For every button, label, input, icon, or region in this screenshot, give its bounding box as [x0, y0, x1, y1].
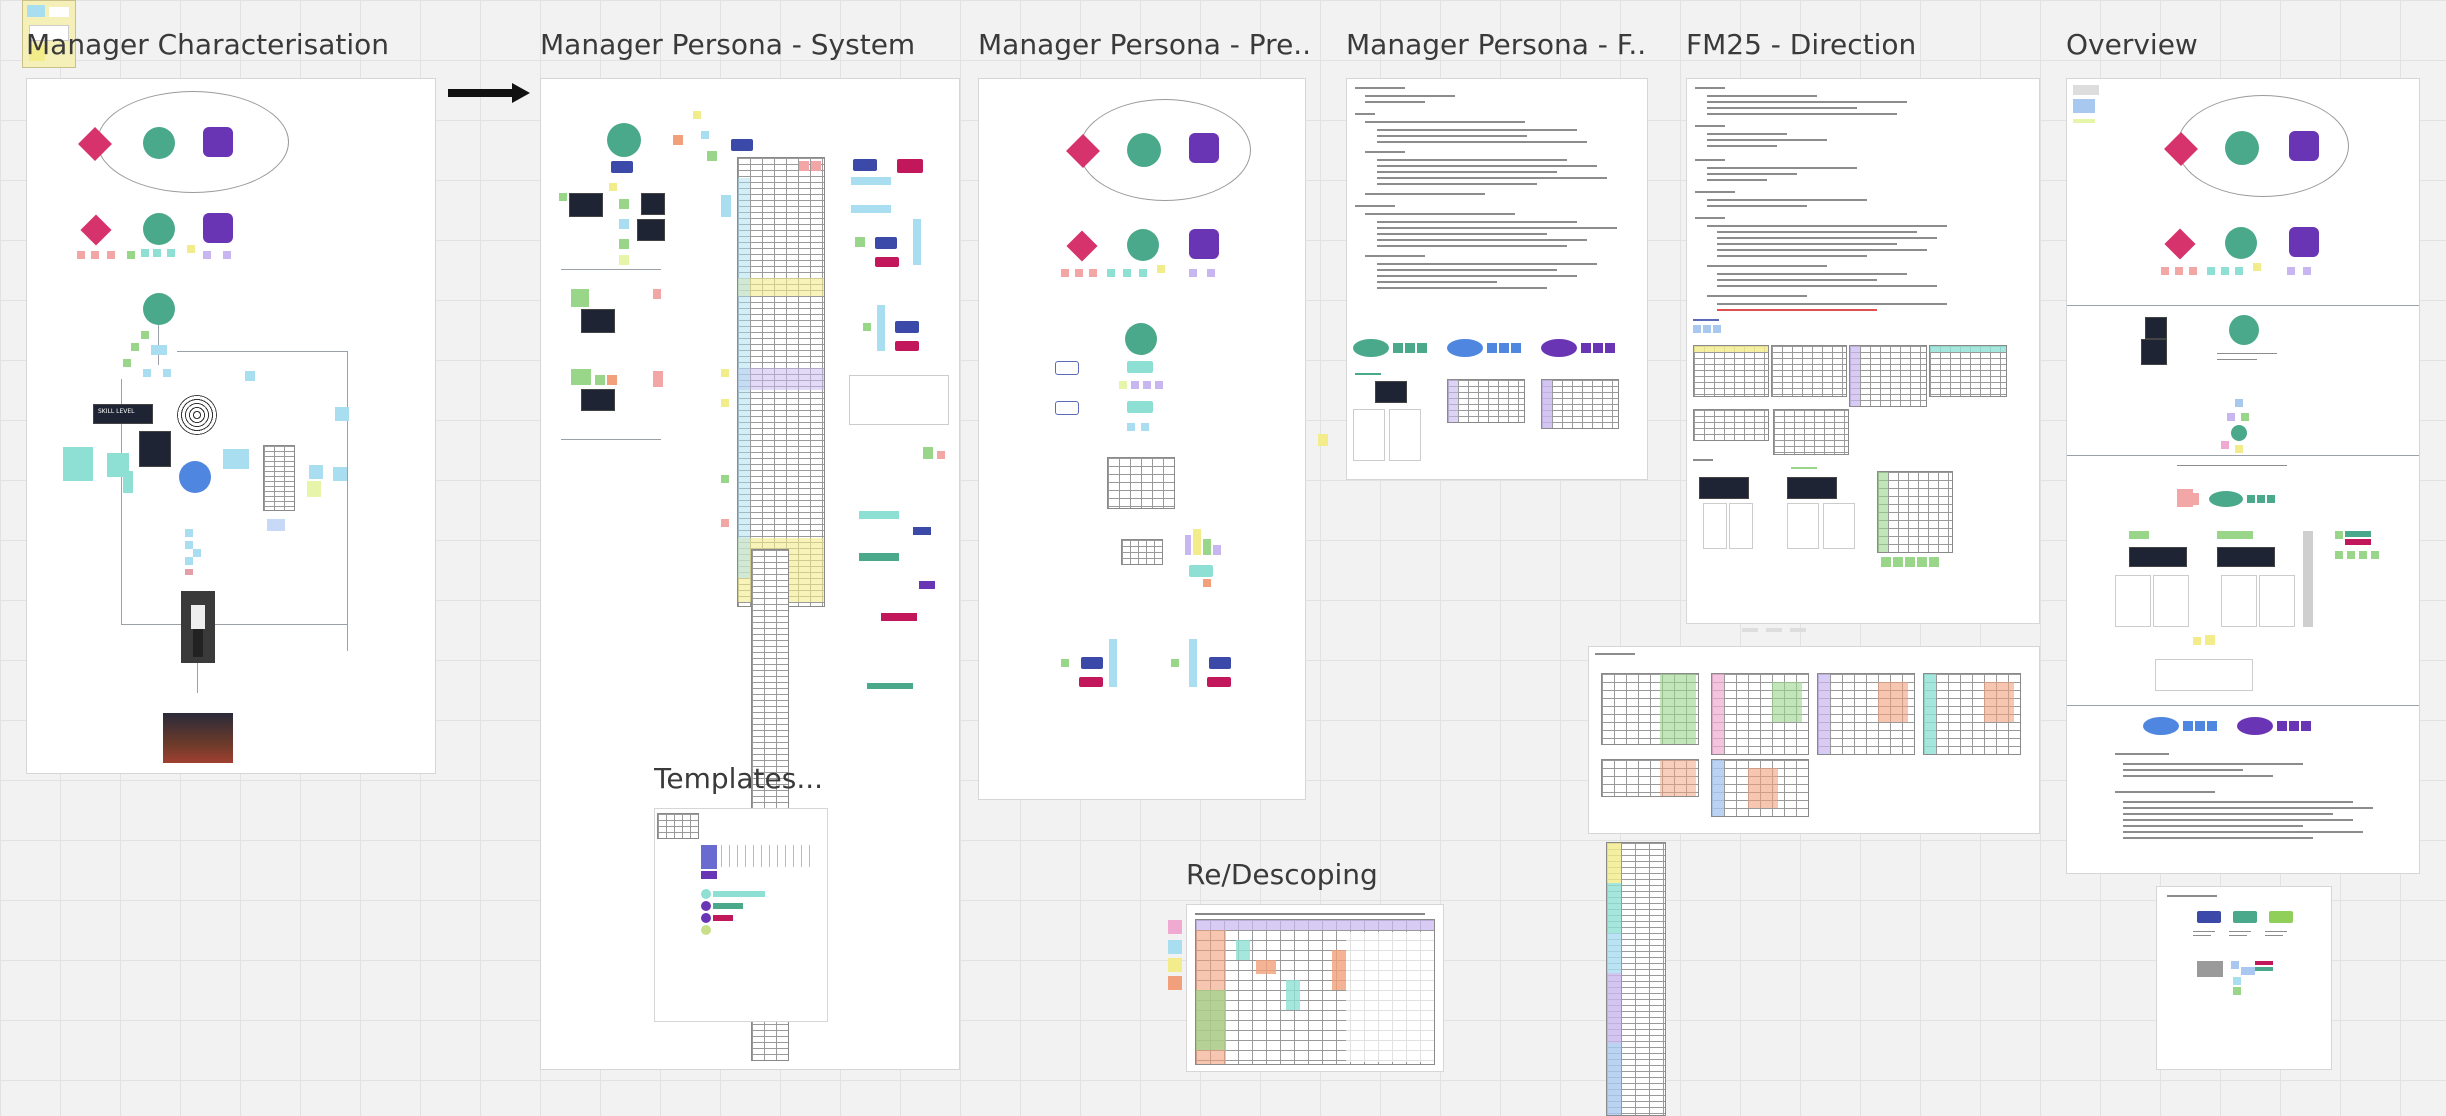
blue-circle-node[interactable] — [179, 461, 211, 493]
frame-templates[interactable] — [654, 808, 828, 1022]
stray-sticky-note[interactable] — [1318, 434, 1328, 446]
frame-fm25-tables[interactable] — [1588, 646, 2040, 834]
frame-title-templates[interactable]: Templates... — [654, 762, 854, 795]
tall-list-table[interactable] — [1606, 842, 1666, 1116]
frame-manager-persona-f[interactable] — [1346, 78, 1648, 480]
crowd-photo[interactable] — [163, 713, 233, 763]
radar-chart[interactable] — [177, 395, 217, 435]
frame-title-manager-persona-pre[interactable]: Manager Persona - Pre... — [978, 28, 1308, 61]
frame-fm25-direction[interactable] — [1686, 78, 2040, 624]
skill-level-label: SKILL LEVEL — [98, 408, 134, 415]
frame-title-manager-persona-f[interactable]: Manager Persona - F... — [1346, 28, 1646, 61]
skill-level-card[interactable]: SKILL LEVEL — [93, 404, 153, 424]
small-grid-table[interactable] — [263, 445, 295, 511]
frame-manager-characterisation[interactable]: SKILL LEVEL — [26, 78, 436, 774]
frame-title-manager-characterisation[interactable]: Manager Characterisation — [26, 28, 426, 61]
frame-title-overview[interactable]: Overview — [2066, 28, 2266, 61]
arrow-head-icon — [512, 83, 530, 103]
frame-overview[interactable] — [2066, 78, 2420, 874]
frame-re-descoping[interactable] — [1186, 904, 1444, 1072]
frame-title-manager-persona-system[interactable]: Manager Persona - System — [540, 28, 960, 61]
frame-title-fm25-direction[interactable]: FM25 - Direction — [1686, 28, 1986, 61]
frame-title-re-descoping[interactable]: Re/Descoping — [1186, 858, 1406, 891]
large-data-table[interactable] — [737, 157, 825, 607]
frame-overview-legend[interactable] — [2156, 886, 2332, 1070]
descoping-table[interactable] — [1195, 919, 1435, 1065]
purple-square-node[interactable] — [203, 127, 233, 157]
manager-photo[interactable] — [181, 591, 215, 663]
green-circle-node[interactable] — [143, 127, 175, 159]
frame-manager-persona-pre[interactable] — [978, 78, 1306, 800]
arrow-connector[interactable] — [448, 89, 514, 97]
